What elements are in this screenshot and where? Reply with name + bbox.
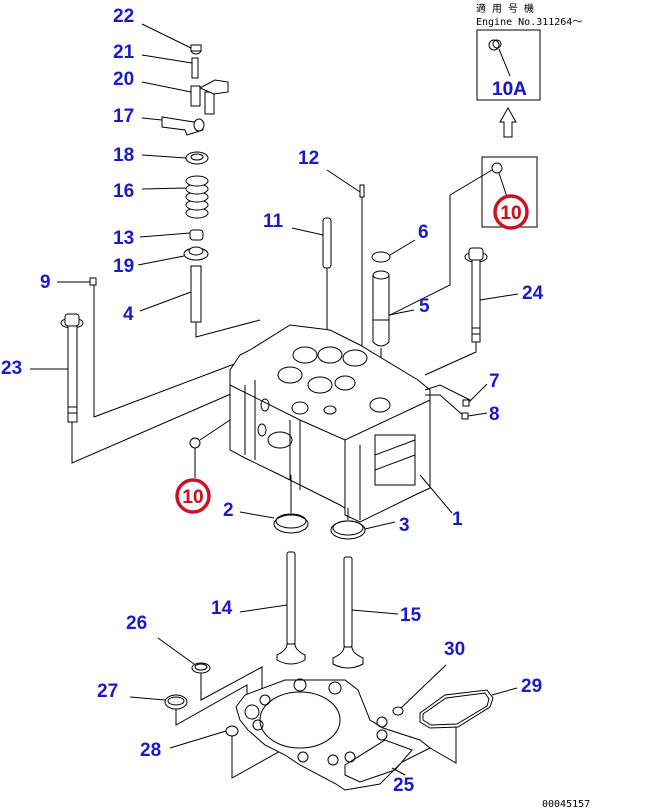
callout-23[interactable]: 23 (1, 358, 22, 379)
callout-4[interactable]: 4 (123, 304, 134, 325)
callout-10-right: 10 (500, 203, 521, 224)
callout-15[interactable]: 15 (400, 605, 422, 626)
callout-22[interactable]: 22 (113, 6, 134, 27)
part-30-oring (392, 706, 404, 716)
part-18-retainer (185, 151, 209, 165)
part-22-nut (190, 44, 202, 55)
inset-box-10 (379, 156, 538, 321)
part-15-exhaust-valve (332, 556, 364, 669)
highlight-callout-10-left[interactable]: 10 (175, 478, 211, 514)
callout-13[interactable]: 13 (113, 228, 134, 249)
callout-1[interactable]: 1 (452, 509, 463, 530)
callout-8[interactable]: 8 (489, 404, 500, 425)
part-17-bridge (161, 116, 205, 136)
callout-17[interactable]: 17 (113, 106, 134, 127)
callout-26[interactable]: 26 (126, 613, 147, 634)
part-3-insert (330, 508, 366, 540)
callout-14[interactable]: 14 (211, 598, 233, 619)
part-20-rocker (190, 79, 229, 115)
leader-lines (30, 23, 519, 776)
part-19-seat (183, 246, 209, 261)
part-10-plug (189, 419, 231, 478)
callout-24[interactable]: 24 (522, 283, 544, 304)
callout-6[interactable]: 6 (418, 222, 429, 243)
part-1-cylinder-head (229, 324, 471, 523)
callout-25[interactable]: 25 (393, 775, 415, 796)
callout-29[interactable]: 29 (521, 676, 542, 697)
applicability-note-line2: Engine No.311264〜 (476, 17, 582, 28)
part-7-plug (462, 399, 470, 407)
callout-21[interactable]: 21 (113, 42, 135, 63)
part-5-sleeve (372, 270, 390, 410)
part-4-guide (190, 265, 261, 338)
callout-2[interactable]: 2 (223, 500, 234, 521)
part-16-spring (185, 175, 209, 219)
callout-11[interactable]: 11 (263, 211, 284, 232)
callout-9[interactable]: 9 (40, 272, 51, 293)
drawing-number: 00045157 (542, 799, 590, 809)
callout-19[interactable]: 19 (113, 256, 134, 277)
callout-5[interactable]: 5 (419, 296, 430, 317)
callout-18[interactable]: 18 (113, 145, 134, 166)
part-24-bolt (424, 247, 488, 376)
inset-box-10A (476, 29, 541, 101)
arrow-up-icon (499, 106, 517, 138)
highlight-callout-10-right[interactable]: 10 (493, 194, 529, 230)
applicability-note-line1: 適 用 号 機 (476, 2, 534, 15)
part-9-plug (89, 277, 246, 418)
part-23-bolt (60, 313, 241, 464)
part-29-gasket (419, 689, 494, 764)
part-2-insert (273, 475, 309, 534)
callout-20[interactable]: 20 (113, 69, 134, 90)
callout-3[interactable]: 3 (399, 515, 410, 536)
callout-7[interactable]: 7 (489, 371, 500, 392)
part-13-seal (189, 229, 204, 241)
part-6-oring (371, 251, 391, 263)
part-14-intake-valve (276, 551, 306, 665)
callout-12[interactable]: 12 (298, 148, 319, 169)
callout-10-left: 10 (182, 487, 203, 508)
callout-30[interactable]: 30 (444, 639, 465, 660)
callout-10A[interactable]: 10A (492, 79, 527, 100)
callout-28[interactable]: 28 (140, 740, 161, 761)
callout-27[interactable]: 27 (97, 681, 118, 702)
part-8-plug (461, 412, 469, 420)
part-27-seal (164, 684, 248, 726)
part-21-screw (191, 57, 199, 79)
callout-16[interactable]: 16 (113, 181, 134, 202)
